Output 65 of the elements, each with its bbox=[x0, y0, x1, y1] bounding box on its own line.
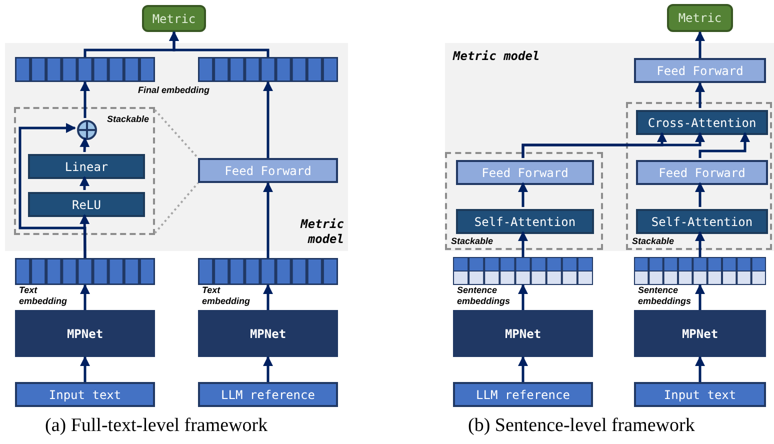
arrow bbox=[80, 356, 90, 382]
model-panel bbox=[445, 43, 774, 251]
embedding-caption: Sentence embeddings bbox=[457, 285, 512, 308]
arrow bbox=[518, 284, 528, 310]
connector-line bbox=[154, 182, 199, 234]
embedding-caption: Text embedding bbox=[19, 285, 68, 308]
arrow bbox=[518, 231, 528, 257]
encoder-box: MPNet bbox=[15, 310, 155, 357]
input-box: LLM reference bbox=[198, 382, 338, 407]
arrow bbox=[80, 214, 90, 258]
arrow bbox=[698, 132, 750, 158]
embedding-caption: Text embedding bbox=[202, 285, 252, 308]
arrow bbox=[695, 182, 705, 207]
layer-box: ReLU bbox=[28, 192, 145, 217]
arrow bbox=[695, 31, 705, 58]
arrow bbox=[518, 356, 528, 382]
arrow bbox=[18, 123, 86, 258]
figure-caption: (a) Full-text-level framework bbox=[45, 414, 268, 438]
arrow bbox=[263, 356, 273, 382]
add-circle bbox=[77, 120, 97, 140]
arrow bbox=[263, 81, 273, 158]
embedding-vector bbox=[15, 57, 155, 82]
stackable-group bbox=[14, 107, 155, 235]
feed-forward-box: Feed Forward bbox=[456, 160, 594, 185]
group-label: Stackable bbox=[632, 234, 674, 248]
stackable-group bbox=[445, 152, 603, 250]
panel-title: Metric model bbox=[453, 48, 540, 65]
arrow bbox=[518, 182, 528, 207]
encoder-box: MPNet bbox=[198, 310, 338, 357]
layer-box: Cross-Attention bbox=[636, 110, 768, 135]
arrow bbox=[80, 81, 90, 118]
arrow bbox=[80, 137, 90, 152]
group-label: Stackable bbox=[106, 113, 149, 126]
layer-box: Self-Attention bbox=[456, 209, 594, 234]
stackable-group bbox=[626, 102, 772, 250]
arrow bbox=[80, 284, 90, 310]
input-box: Input text bbox=[634, 382, 766, 407]
feed-forward-box: Feed Forward bbox=[634, 58, 766, 83]
arrow bbox=[695, 284, 705, 310]
group-label: Stackable bbox=[451, 234, 494, 248]
embedding-caption: Final embedding bbox=[138, 84, 210, 97]
metric-box: Metric bbox=[142, 5, 206, 32]
arrow bbox=[695, 356, 705, 382]
embedding-caption: Sentence embeddings bbox=[638, 285, 692, 308]
panel-title: Metric model bbox=[299, 217, 344, 247]
metric-box: Metric bbox=[667, 4, 733, 32]
layer-box: Self-Attention bbox=[636, 209, 768, 234]
arrow bbox=[80, 176, 90, 190]
model-panel bbox=[5, 43, 348, 251]
arrow bbox=[169, 31, 270, 57]
arrow bbox=[695, 231, 705, 257]
encoder-box: MPNet bbox=[453, 310, 593, 357]
figure-caption: (b) Sentence-level framework bbox=[468, 414, 695, 438]
arrow bbox=[522, 132, 705, 158]
input-box: Input text bbox=[15, 382, 155, 407]
encoder-box: MPNet bbox=[634, 310, 766, 357]
layer-box: Linear bbox=[28, 154, 145, 179]
feed-forward-box: Feed Forward bbox=[636, 160, 768, 185]
arrow bbox=[263, 182, 273, 258]
connector-line bbox=[154, 109, 199, 159]
input-box: LLM reference bbox=[453, 382, 593, 407]
arrow bbox=[263, 284, 273, 310]
arrow bbox=[695, 82, 705, 108]
embedding-vector bbox=[198, 57, 338, 82]
feed-forward-box: Feed Forward bbox=[198, 158, 338, 183]
